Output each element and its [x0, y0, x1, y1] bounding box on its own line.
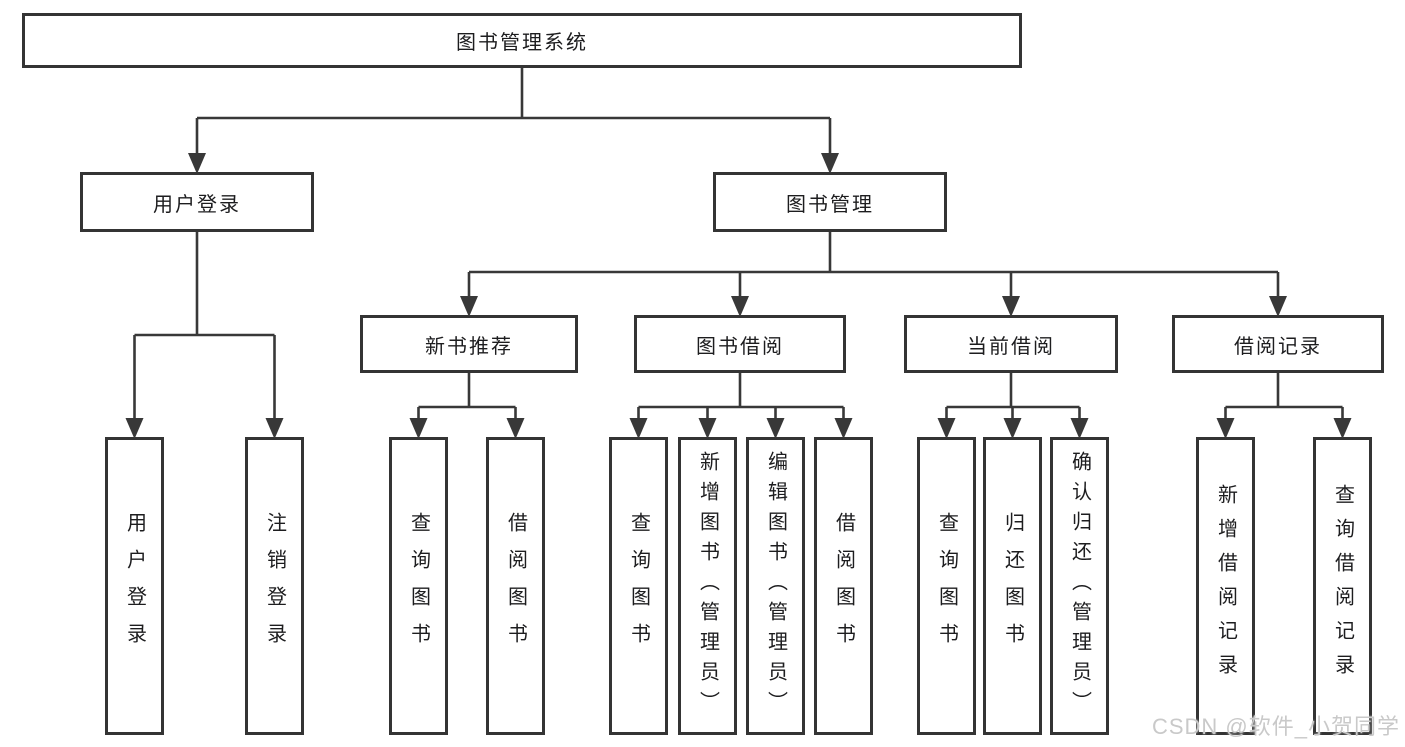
node-new-book-recommend-label: 新书推荐	[425, 335, 513, 358]
leaf-query-books-1: 查询图书	[389, 437, 448, 735]
leaf-logout-login-label: 注销登录	[263, 512, 286, 660]
node-current-borrow: 当前借阅	[904, 315, 1118, 373]
leaf-return-books-label: 归还图书	[1001, 512, 1024, 660]
arrowhead-icon	[188, 153, 206, 174]
arrowhead-icon	[834, 418, 853, 439]
arrowhead-icon	[1002, 296, 1020, 317]
leaf-query-books-2-label: 查询图书	[627, 512, 650, 660]
arrowhead-icon	[937, 418, 956, 439]
leaf-user-login: 用户登录	[105, 437, 164, 735]
node-current-borrow-label: 当前借阅	[967, 335, 1055, 358]
arrowhead-icon	[409, 418, 428, 439]
node-borrow-records: 借阅记录	[1172, 315, 1384, 373]
leaf-confirm-return-admin: 确认归还（管理员）	[1050, 437, 1109, 735]
leaf-logout-login: 注销登录	[245, 437, 304, 735]
arrowhead-icon	[698, 418, 717, 439]
node-new-book-recommend: 新书推荐	[360, 315, 578, 373]
arrowhead-icon	[1003, 418, 1022, 439]
node-book-borrow: 图书借阅	[634, 315, 846, 373]
node-book-management: 图书管理	[713, 172, 947, 232]
leaf-add-borrow-record-label: 新增借阅记录	[1214, 484, 1237, 688]
leaf-confirm-return-admin-label: 确认归还（管理员）	[1068, 451, 1091, 721]
arrowhead-icon	[731, 296, 749, 317]
arrowhead-icon	[821, 153, 839, 174]
node-user-login: 用户登录	[80, 172, 314, 232]
arrowhead-icon	[1269, 296, 1287, 317]
node-book-management-label: 图书管理	[786, 193, 874, 216]
arrowhead-icon	[125, 418, 144, 439]
watermark: CSDN @软件_小贺同学	[1151, 714, 1400, 739]
leaf-borrow-books-1-label: 借阅图书	[504, 512, 527, 660]
leaf-return-books: 归还图书	[983, 437, 1042, 735]
leaf-query-books-3-label: 查询图书	[935, 512, 958, 660]
leaf-user-login-label: 用户登录	[123, 512, 146, 660]
leaf-borrow-books-2-label: 借阅图书	[832, 512, 855, 660]
node-borrow-records-label: 借阅记录	[1234, 335, 1322, 358]
arrowhead-icon	[766, 418, 785, 439]
arrowhead-icon	[1216, 418, 1235, 439]
node-user-login-label: 用户登录	[153, 193, 241, 216]
arrowhead-icon	[1070, 418, 1089, 439]
arrowhead-icon	[629, 418, 648, 439]
leaf-borrow-books-1: 借阅图书	[486, 437, 545, 735]
leaf-query-books-3: 查询图书	[917, 437, 976, 735]
node-library-management-system: 图书管理系统	[22, 13, 1022, 68]
leaf-add-book-admin: 新增图书（管理员）	[678, 437, 737, 735]
leaf-query-books-1-label: 查询图书	[407, 512, 430, 660]
leaf-add-borrow-record: 新增借阅记录	[1196, 437, 1255, 735]
leaf-edit-book-admin: 编辑图书（管理员）	[746, 437, 805, 735]
arrowhead-icon	[460, 296, 478, 317]
node-library-management-system-label: 图书管理系统	[456, 32, 588, 54]
node-book-borrow-label: 图书借阅	[696, 335, 784, 358]
arrowhead-icon	[506, 418, 525, 439]
leaf-query-borrow-record-label: 查询借阅记录	[1331, 484, 1354, 688]
arrowhead-icon	[1333, 418, 1352, 439]
leaf-query-books-2: 查询图书	[609, 437, 668, 735]
leaf-add-book-admin-label: 新增图书（管理员）	[696, 451, 719, 721]
leaf-edit-book-admin-label: 编辑图书（管理员）	[764, 451, 787, 721]
leaf-query-borrow-record: 查询借阅记录	[1313, 437, 1372, 735]
arrowhead-icon	[265, 418, 284, 439]
leaf-borrow-books-2: 借阅图书	[814, 437, 873, 735]
